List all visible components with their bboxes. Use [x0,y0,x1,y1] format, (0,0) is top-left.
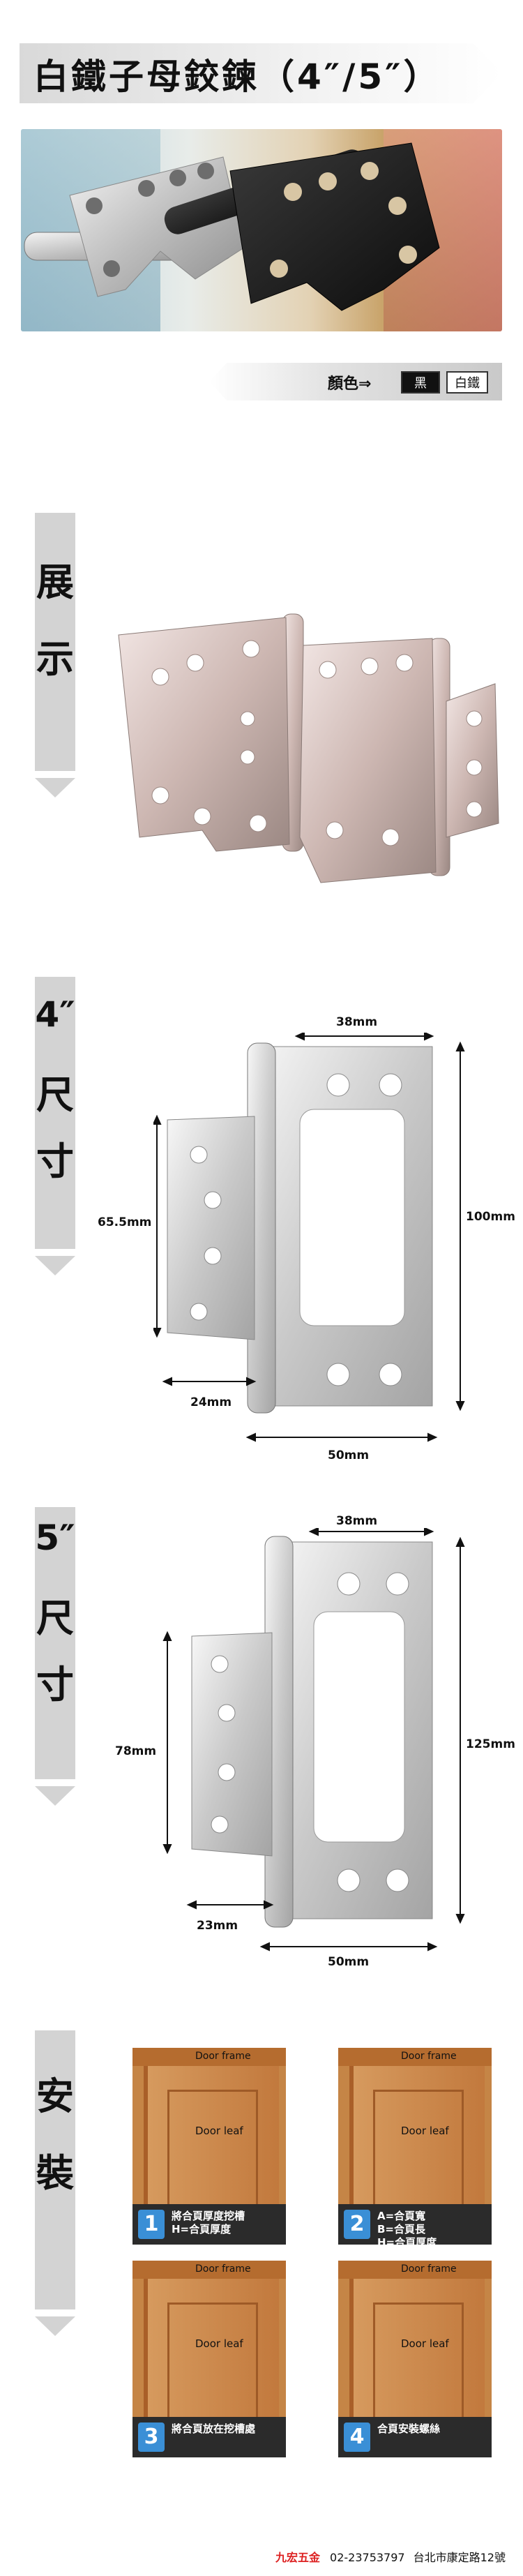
step-text-line: H=合頁厚度 [377,2236,437,2249]
store-brand: 九宏五金 [275,2551,321,2564]
display-photo [118,613,499,883]
install-step-3-caption: 3 將合頁放在挖槽處 [132,2417,286,2457]
store-phone: 02-23753797 [330,2551,405,2564]
store-address: 台北市康定路12號 [413,2551,506,2564]
size5-dim-top-width: 38mm [336,1514,378,1528]
door-leaf-label: Door leaf [401,2337,449,2350]
door-frame [338,2261,492,2279]
install-step-2-caption: 2 A=合頁寬 B=合頁長 H=合頁厚度 [338,2204,492,2249]
size4-dim-height: 100mm [466,1210,515,1224]
step-number: 1 [138,2210,165,2239]
door-frame-label: Door frame [195,2051,251,2062]
size5-dim-leaf-width: 23mm [197,1919,238,1933]
size5-down-arrow [35,1786,75,1806]
display-label-char-2: 示 [36,637,74,681]
install-down-arrow [35,2316,75,2336]
color-chip-black[interactable]: 黑 [401,371,440,394]
product-title: 白鐵子母鉸鍊（4″/5″） [33,57,441,97]
door-frame [132,2048,286,2066]
door-frame-label: Door frame [401,2263,457,2275]
display-hinge-left [118,613,304,852]
size4-dim-leaf-width: 24mm [190,1395,232,1409]
black-hinge [164,142,440,311]
step-number: 2 [344,2210,370,2239]
step-number: 4 [344,2423,370,2452]
color-label: 顏色⇒ [328,375,372,393]
install-side-tab [35,2030,75,2309]
size5-dim-height: 125mm [466,1737,515,1751]
install-step-1-caption: 1 將合頁厚度挖槽 H=合頁厚度 [132,2204,286,2245]
size4-label-char-2: 寸 [36,1139,74,1183]
size5-label-char-1: 尺 [36,1596,74,1640]
hero-photo [21,129,502,331]
door-leaf-label: Door leaf [195,2125,243,2137]
door-frame-label: Door frame [195,2263,251,2275]
size5-label-char-2: 寸 [36,1663,74,1707]
display-hinge-right [299,638,499,883]
step-text-line: 合頁安裝螺絲 [377,2423,441,2435]
step-number: 3 [138,2423,165,2452]
door-frame-label: Door frame [401,2051,457,2062]
door-leaf-label: Door leaf [195,2337,243,2350]
hero-hinges-illustration [24,142,440,311]
store-footer: 九宏五金 02-23753797 台北市康定路12號 [275,2548,514,2565]
door-leaf-label: Door leaf [401,2125,449,2137]
size4-dim-leaf-height: 65.5mm [98,1215,152,1229]
step-text-line: B=合頁長 [377,2223,426,2236]
size5-label-size: 5″ [35,1518,75,1558]
size4-dim-top-width: 38mm [336,1015,378,1029]
install-label-char-2: 裝 [36,2151,74,2195]
door-frame [132,2261,286,2279]
display-side-tab [35,513,75,771]
color-chip-stainless[interactable]: 白鐵 [446,371,488,394]
install-step-4-caption: 4 合頁安裝螺絲 [338,2417,492,2457]
step-text-line: H=合頁厚度 [172,2223,232,2236]
size5-side-tab [35,1507,75,1779]
install-label-char-1: 安 [36,2074,74,2118]
size5-dim-leaf-height: 78mm [115,1744,157,1758]
size4-dim-bottom-width: 50mm [328,1448,370,1462]
size4-hinge-diagram [153,1033,465,1442]
door-frame [338,2048,492,2066]
title-banner [20,43,502,103]
display-label-char-1: 展 [36,560,74,604]
size4-down-arrow [35,1256,75,1275]
size4-label-size: 4″ [35,994,75,1035]
size4-label-char-1: 尺 [36,1073,74,1117]
stainless-hinge [24,156,245,297]
step-text-line: 將合頁放在挖槽處 [172,2423,256,2435]
step-text-line: 將合頁厚度挖槽 [172,2210,245,2222]
step-text-line: A=合頁寬 [377,2210,426,2222]
display-down-arrow [35,778,75,797]
size5-hinge-diagram [162,1528,465,1952]
size4-side-tab [35,977,75,1249]
size5-dim-bottom-width: 50mm [328,1955,370,1969]
